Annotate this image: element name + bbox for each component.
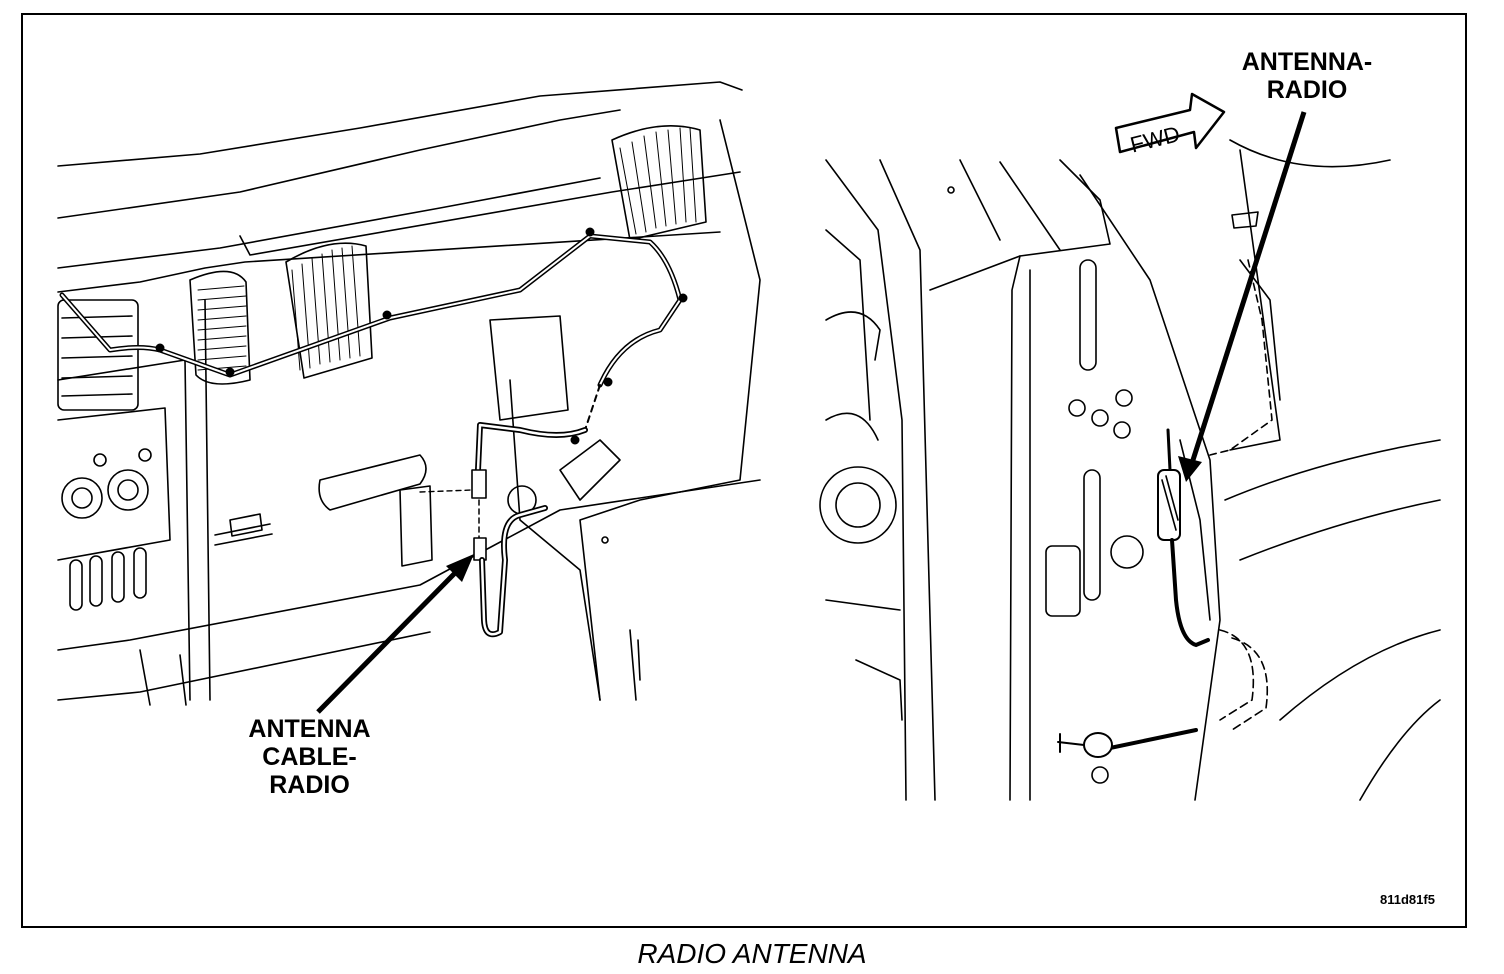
forward-direction-arrow: FWD	[1114, 92, 1226, 157]
cable-callout-arrow	[316, 554, 474, 714]
figure-id: 811d81f5	[1380, 892, 1435, 907]
antenna-cable-radio-label-line1: ANTENNA	[248, 715, 371, 743]
antenna-cable-radio-label-line2: CABLE-	[262, 743, 357, 771]
figure-caption: RADIO ANTENNA	[637, 938, 867, 969]
antenna-radio-label-line2: RADIO	[1266, 76, 1348, 104]
figure-frame	[21, 13, 1467, 928]
a-pillar-view	[819, 139, 1441, 801]
antenna-radio-label: ANTENNA- RADIO	[1222, 48, 1392, 104]
antenna-cable-radio-label-line3: RADIO	[269, 771, 350, 799]
pillar-antenna-cable	[1057, 259, 1273, 784]
antenna-cable-radio-label: ANTENNA CABLE- RADIO	[222, 715, 397, 799]
antenna-cable-route-dash	[59, 227, 688, 638]
antenna-radio-label-line1: ANTENNA-	[1241, 48, 1373, 76]
antenna-callout-arrow	[1178, 111, 1307, 482]
instrument-panel-view	[57, 81, 761, 706]
